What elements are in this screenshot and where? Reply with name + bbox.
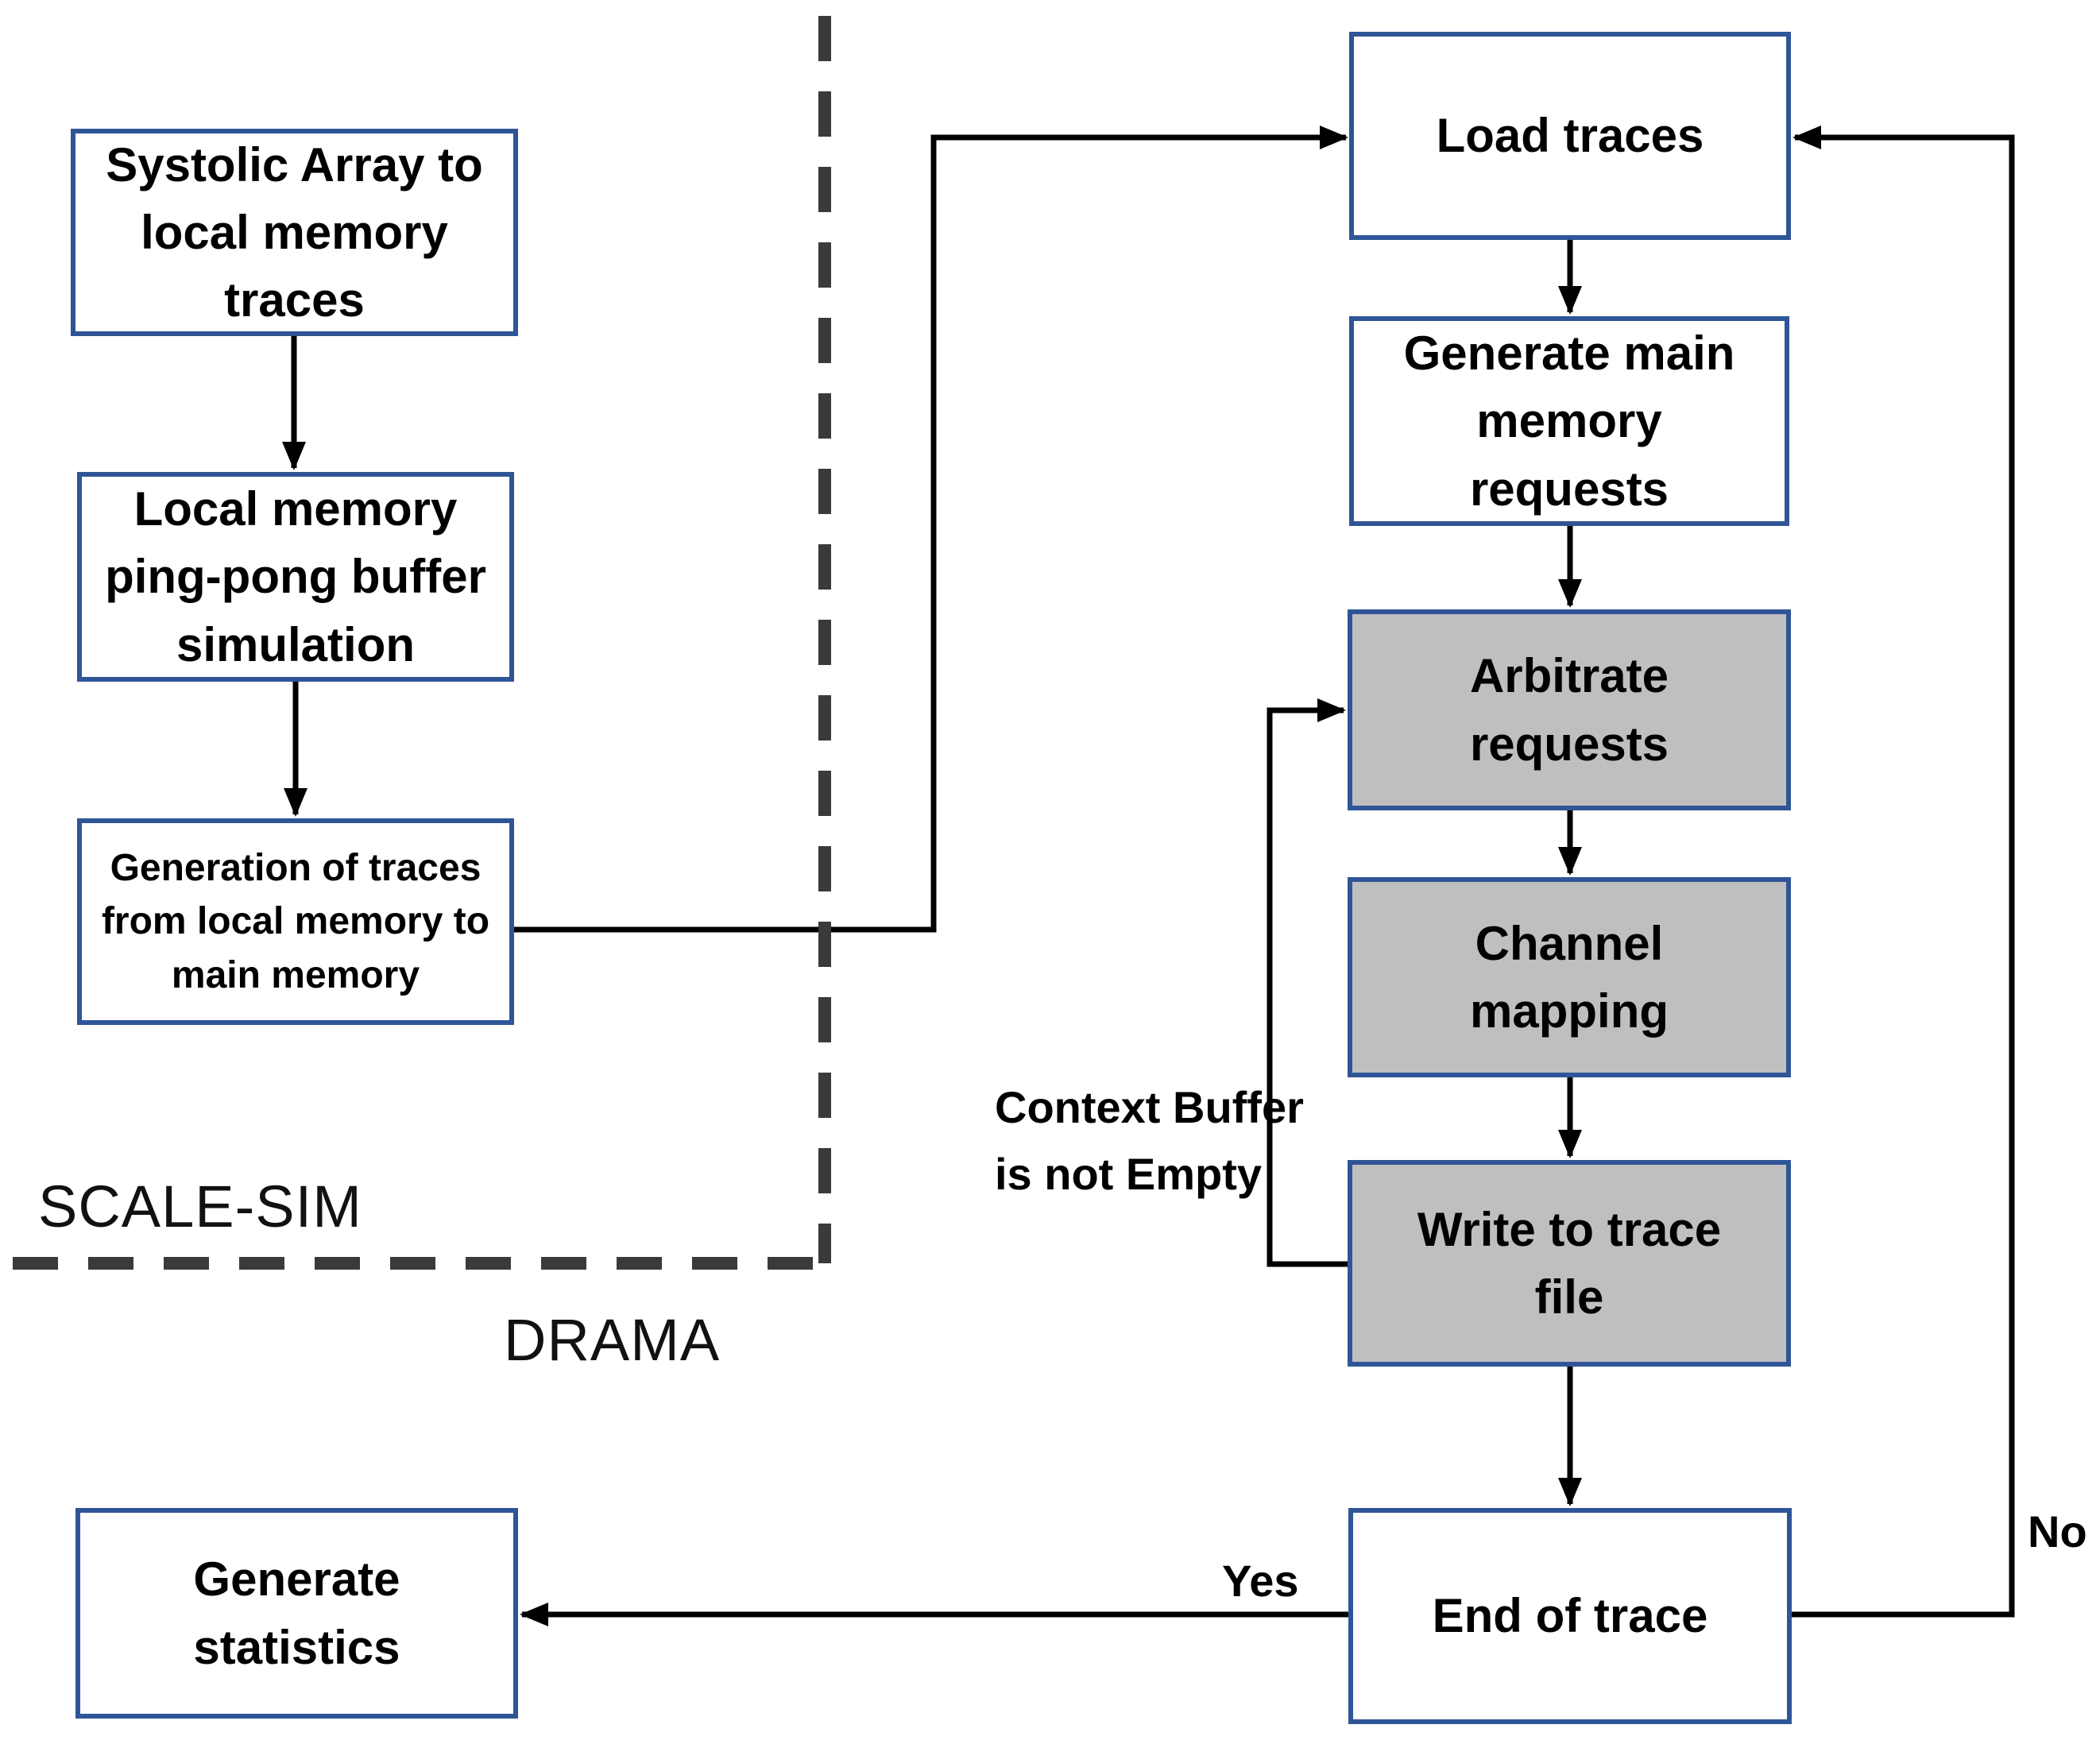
node-load-traces: Load traces — [1349, 32, 1791, 240]
node-systolic-array-to-local-memory-traces: Systolic Array to local memory traces — [71, 129, 518, 336]
region-label-scale-sim: SCALE-SIM — [38, 1174, 362, 1239]
arrow-no-to-loadtraces — [1792, 126, 2015, 1618]
node-local-memory-ping-pong-buffer-simulation: Local memory ping-pong buffer simulation — [77, 472, 514, 682]
node-arbitrate-requests: Arbitrate requests — [1348, 609, 1791, 810]
region-label-drama: DRAMA — [504, 1307, 721, 1373]
edge-label-yes: Yes — [1222, 1556, 1299, 1606]
edge-label-no: No — [2028, 1506, 2087, 1556]
node-channel-mapping: Channel mapping — [1348, 877, 1791, 1077]
node-write-to-trace-file: Write to trace file — [1348, 1160, 1791, 1367]
arrow-gentraces-to-loadtraces — [514, 126, 1348, 933]
node-generation-of-traces-local-to-main-memory: Generation of traces from local memory t… — [77, 818, 514, 1025]
edge-label-context-buffer-not-empty: Context Buffer is not Empty — [995, 1082, 1304, 1199]
node-generate-statistics: Generate statistics — [75, 1508, 518, 1719]
arrow-context-buffer-loop — [1267, 698, 1351, 1267]
node-end-of-trace: End of trace — [1348, 1508, 1792, 1724]
node-generate-main-memory-requests: Generate main memory requests — [1349, 316, 1789, 526]
